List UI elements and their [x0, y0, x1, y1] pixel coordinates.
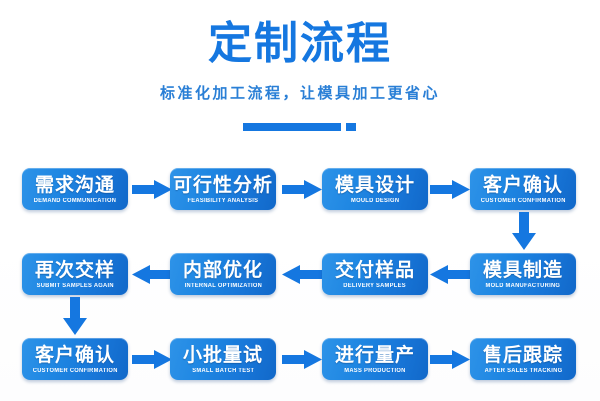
flow-node-label-en: AFTER SALES TRACKING [484, 368, 562, 374]
flow-node-delivery-samples[interactable]: 交付样品 DELIVERY SAMPLES [322, 253, 428, 295]
flow-node-label-cn: 客户确认 [482, 175, 563, 196]
flow-node-label-en: DELIVERY SAMPLES [343, 283, 407, 289]
flow-node-customer-confirmation-1[interactable]: 客户确认 CUSTOMER CONFIRMATION [470, 168, 576, 210]
flow-node-internal-optimization[interactable]: 内部优化 INTERNAL OPTIMIZATION [170, 253, 276, 295]
flow-node-label-cn: 内部优化 [182, 260, 263, 281]
arrow-left-icon [430, 265, 470, 284]
arrow-right-icon [132, 180, 172, 199]
flow-node-mold-manufacturing[interactable]: 模具制造 MOLD MANUFACTURING [470, 253, 576, 295]
arrow-right-icon [430, 350, 470, 369]
divider-bar [243, 123, 341, 131]
flow-node-label-en: MASS PRODUCTION [344, 368, 406, 374]
flow-node-label-cn: 模具制造 [482, 260, 563, 281]
arrow-right-icon [282, 180, 322, 199]
flow-node-mould-design[interactable]: 模具设计 MOULD DESIGN [322, 168, 428, 210]
flow-node-label-en: MOULD DESIGN [350, 198, 400, 204]
flow-node-label-en: INTERNAL OPTIMIZATION [184, 283, 262, 289]
flow-node-label-en: FEASIBILITY ANALYSIS [187, 198, 259, 204]
flow-row-3: 客户确认 CUSTOMER CONFIRMATION 小批量试 SMALL BA… [0, 338, 600, 382]
flow-node-after-sales-tracking[interactable]: 售后跟踪 AFTER SALES TRACKING [470, 338, 576, 380]
flow-node-customer-confirmation-2[interactable]: 客户确认 CUSTOMER CONFIRMATION [22, 338, 128, 380]
arrow-right-icon [132, 350, 172, 369]
header: 定制流程 标准化加工流程，让模具加工更省心 [0, 0, 600, 150]
arrow-left-icon [132, 265, 172, 284]
flow-node-demand-communication[interactable]: 需求沟通 DEMAND COMMUNICATION [22, 168, 128, 210]
flow-node-label-cn: 模具设计 [334, 175, 415, 196]
flow-node-label-cn: 售后跟踪 [482, 345, 563, 366]
flow-node-label-en: CUSTOMER CONFIRMATION [480, 198, 566, 204]
flow-node-label-cn: 进行量产 [334, 345, 415, 366]
flow-node-label-cn: 小批量试 [182, 345, 263, 366]
header-divider [0, 123, 600, 132]
arrow-left-icon [282, 265, 322, 284]
flow-row-2: 再次交样 SUBMIT SAMPLES AGAIN 内部优化 INTERNAL … [0, 253, 600, 297]
arrow-down-icon [512, 212, 536, 250]
page-subtitle: 标准化加工流程，让模具加工更省心 [159, 85, 440, 102]
flow-node-label-cn: 需求沟通 [34, 175, 115, 196]
page-title: 定制流程 [208, 19, 392, 68]
arrow-right-icon [282, 350, 322, 369]
arrow-right-icon [430, 180, 470, 199]
flow-node-label-cn: 交付样品 [334, 260, 415, 281]
flow-node-label-cn: 客户确认 [34, 345, 115, 366]
flow-node-mass-production[interactable]: 进行量产 MASS PRODUCTION [322, 338, 428, 380]
flow-node-feasibility-analysis[interactable]: 可行性分析 FEASIBILITY ANALYSIS [170, 168, 276, 210]
flow-node-submit-samples-again[interactable]: 再次交样 SUBMIT SAMPLES AGAIN [22, 253, 128, 295]
flow-node-label-cn: 可行性分析 [172, 175, 273, 196]
flow-node-label-en: SUBMIT SAMPLES AGAIN [36, 283, 114, 289]
flow-node-label-en: CUSTOMER CONFIRMATION [32, 368, 118, 374]
arrow-down-icon [63, 297, 87, 335]
divider-dot [346, 123, 356, 131]
flow-node-label-en: SMALL BATCH TEST [191, 368, 254, 374]
flow-node-label-cn: 再次交样 [34, 260, 115, 281]
flow-row-1: 需求沟通 DEMAND COMMUNICATION 可行性分析 FEASIBIL… [0, 168, 600, 212]
flow-node-label-en: MOLD MANUFACTURING [485, 283, 561, 289]
flow-node-label-en: DEMAND COMMUNICATION [33, 198, 117, 204]
flow-node-small-batch-test[interactable]: 小批量试 SMALL BATCH TEST [170, 338, 276, 380]
